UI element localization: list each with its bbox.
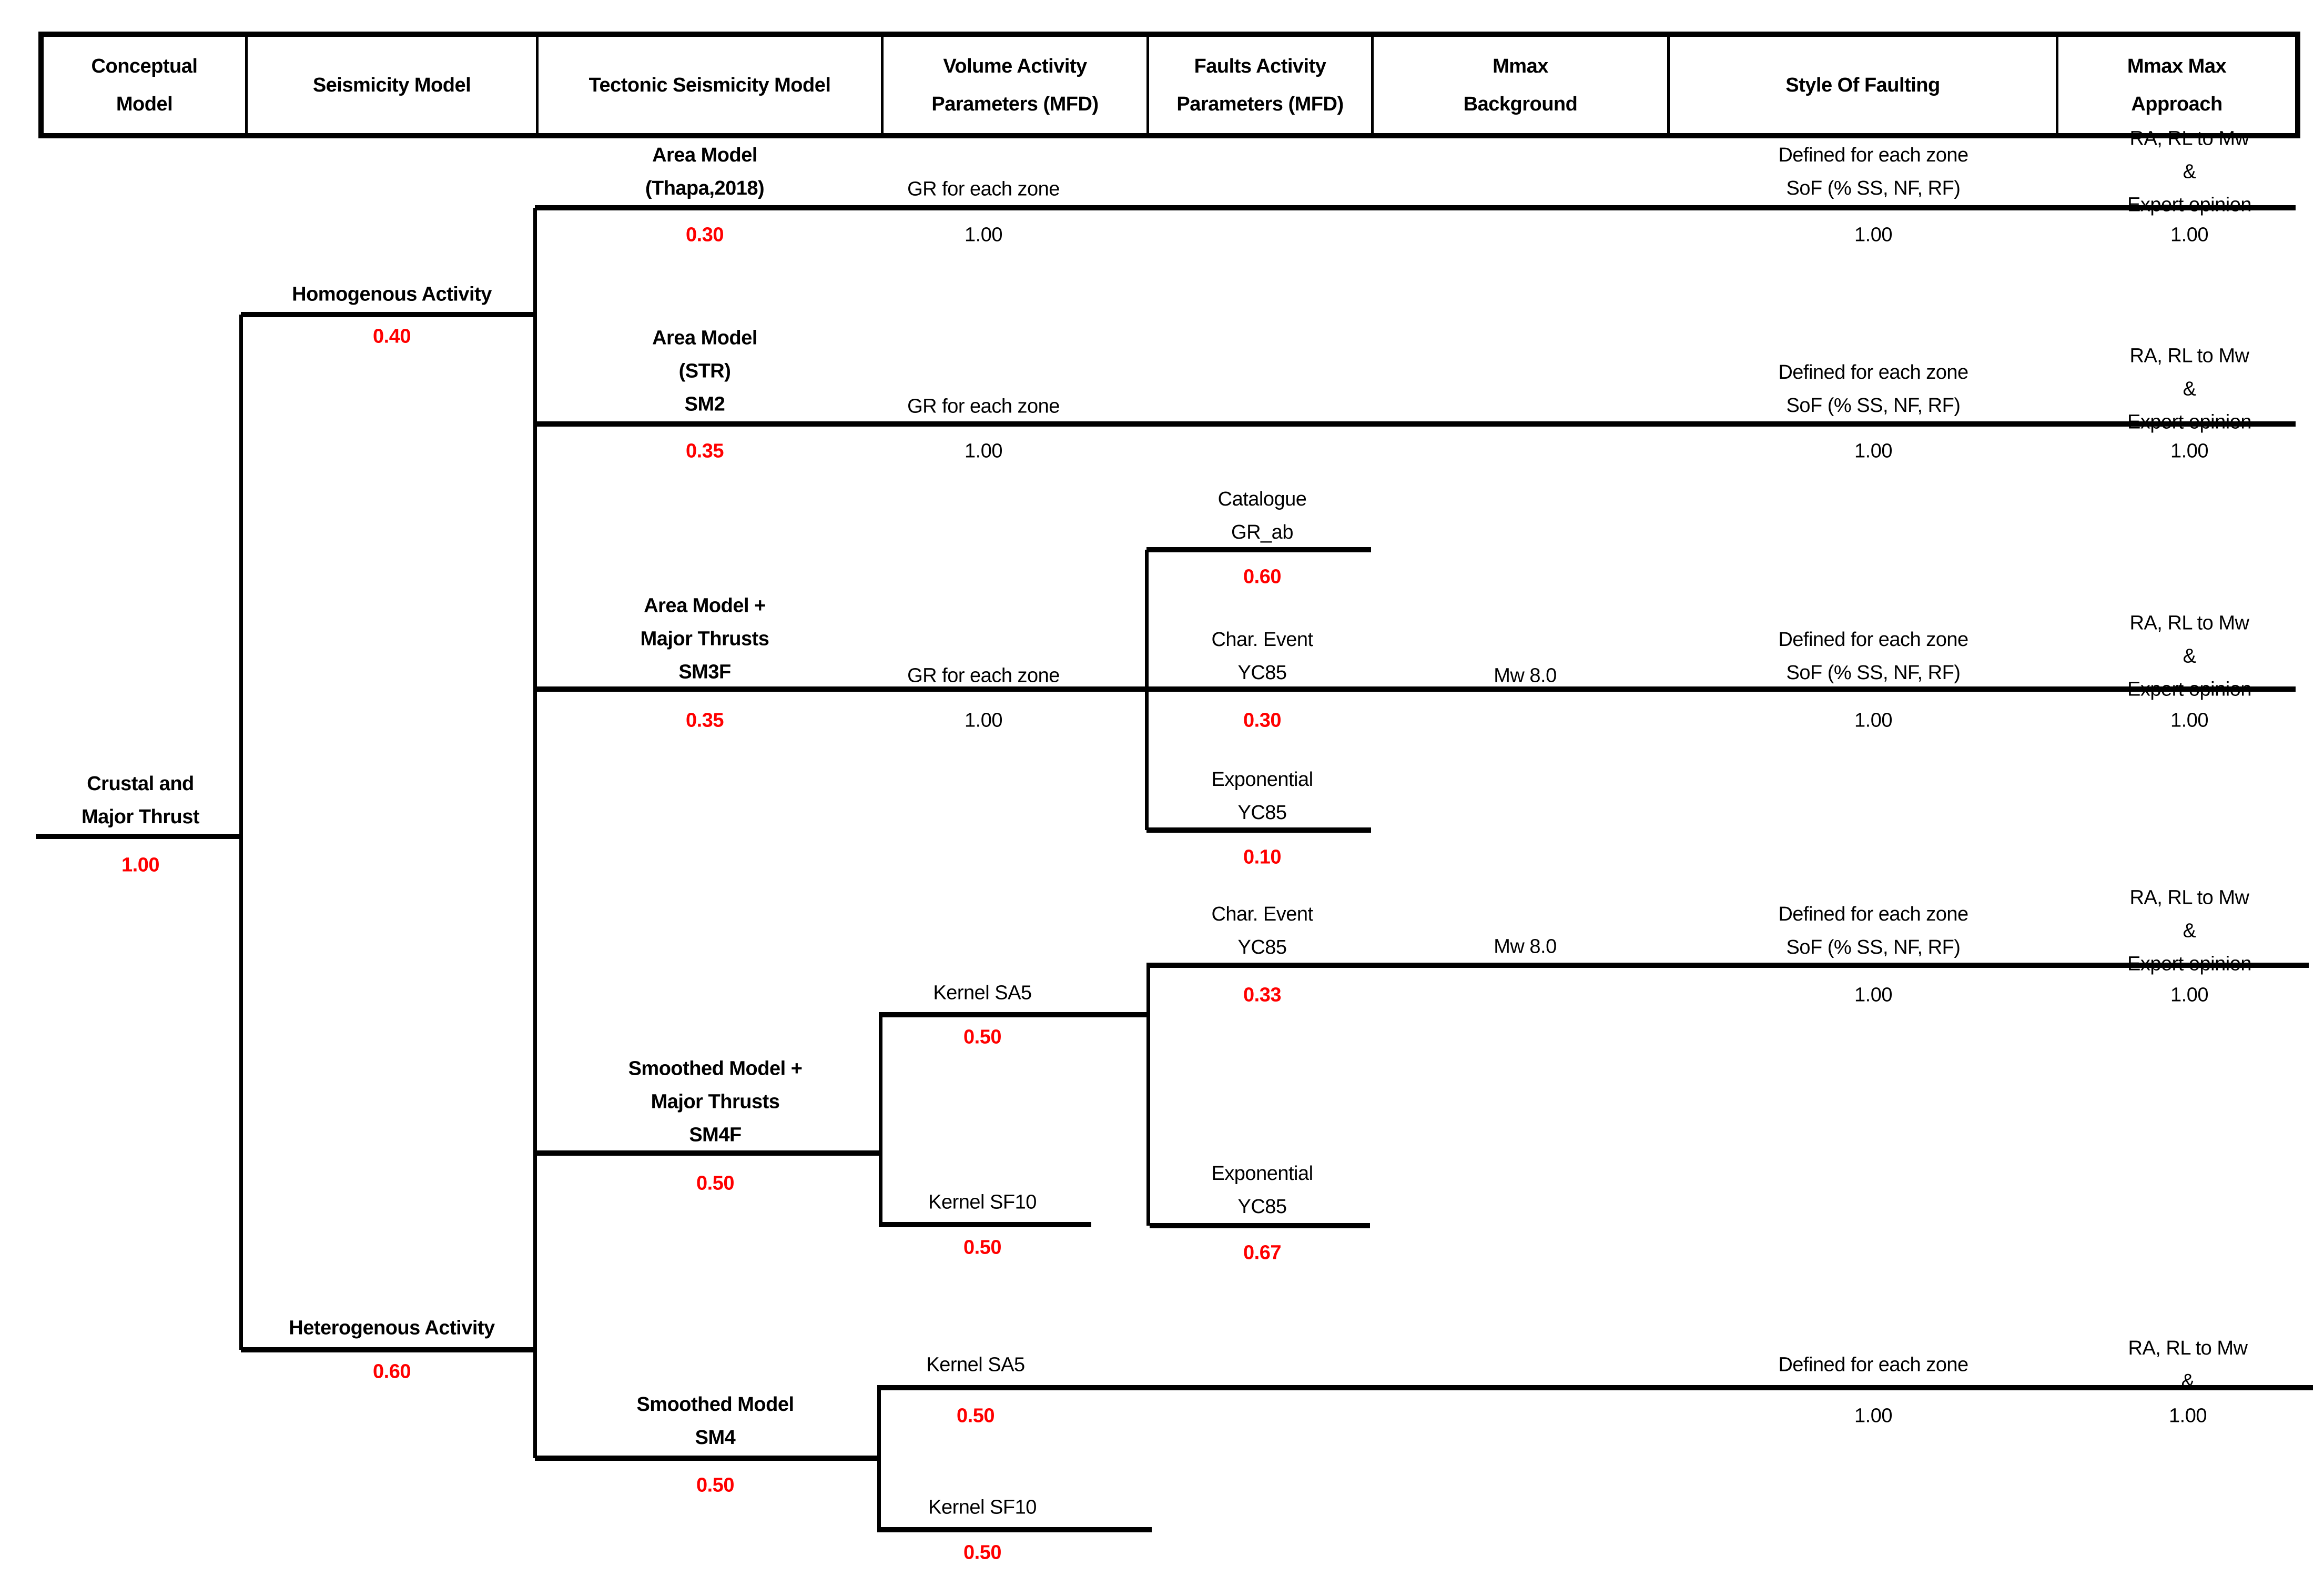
node-weight-homogenous: 0.40	[373, 325, 411, 348]
node-weight-sof-5: 1.00	[1854, 1405, 1892, 1427]
header-cell-seismicity-model: Seismicity Model	[245, 37, 536, 133]
node-label-kernel-sa5-1: Kernel SA5	[933, 982, 1032, 1004]
branch-line-crustal	[36, 834, 243, 839]
node-label-kernel-sa5-2: Kernel SA5	[926, 1353, 1025, 1376]
node-weight-sof-4: 1.00	[1854, 984, 1892, 1006]
node-label-heterogenous: Heterogenous Activity	[289, 1317, 495, 1339]
node-weight-exponential-2: 0.67	[1243, 1241, 1281, 1264]
node-label-approach-1: RA, RL to Mw & Expert opinion	[2127, 127, 2251, 216]
node-label-gr-3: GR for each zone	[907, 664, 1060, 687]
node-weight-sm4f: 0.50	[696, 1172, 734, 1195]
node-label-approach-2: RA, RL to Mw & Expert opinion	[2127, 345, 2251, 433]
branch-line-sm3f-row	[535, 686, 2296, 692]
branch-vline-kernels-sm4f	[879, 1015, 882, 1226]
node-weight-approach-1: 1.00	[2170, 224, 2208, 246]
node-weight-gr-1: 1.00	[965, 224, 1002, 246]
header-cell-mmax-max-approach: Mmax Max Approach	[2056, 37, 2295, 133]
node-label-approach-3: RA, RL to Mw & Expert opinion	[2127, 612, 2251, 701]
branch-vline-tectonic	[533, 208, 537, 1458]
branch-line-sm2-row	[535, 421, 2296, 427]
node-label-catalogue: Catalogue GR_ab	[1217, 488, 1307, 543]
branch-line-kernel-sa5-1	[879, 1012, 1150, 1017]
node-label-crustal: Crustal and Major Thrust	[81, 773, 200, 828]
header-cell-faults-activity: Faults Activity Parameters (MFD)	[1146, 37, 1371, 133]
node-weight-char-event-2: 0.33	[1243, 984, 1281, 1006]
header-cell-volume-activity: Volume Activity Parameters (MFD)	[881, 37, 1146, 133]
node-weight-kernel-sa5-2: 0.50	[957, 1405, 994, 1427]
node-label-char-event-1: Char. Event YC85	[1211, 629, 1313, 684]
branch-line-heterogenous	[241, 1347, 535, 1352]
branch-vline-seismicity	[239, 315, 243, 1350]
node-weight-gr-3: 1.00	[965, 709, 1002, 732]
header-row: Conceptual Model Seismicity Model Tecton…	[38, 32, 2300, 138]
branch-line-sm4	[535, 1456, 880, 1461]
branch-line-kernel-sa5-2-row	[877, 1385, 2313, 1390]
node-label-char-event-2: Char. Event YC85	[1211, 903, 1313, 958]
node-label-sof-5: Defined for each zone	[1778, 1353, 1968, 1376]
branch-line-char-event-2-row	[1146, 963, 2309, 968]
node-weight-catalogue: 0.60	[1243, 565, 1281, 588]
node-weight-approach-5: 1.00	[2169, 1405, 2207, 1427]
node-weight-crustal: 1.00	[121, 854, 159, 876]
node-weight-approach-3: 1.00	[2170, 709, 2208, 732]
branch-vline-kernels-sm4	[877, 1388, 881, 1530]
node-weight-exponential-1: 0.10	[1243, 846, 1281, 868]
branch-line-kernel-sf10-1	[879, 1222, 1091, 1227]
node-label-approach-4: RA, RL to Mw & Expert opinion	[2127, 886, 2251, 975]
node-label-homogenous: Homogenous Activity	[292, 283, 492, 306]
node-label-sm3f: Area Model + Major Thrusts SM3F	[640, 594, 769, 683]
node-label-sm4f: Smoothed Model + Major Thrusts SM4F	[628, 1057, 803, 1146]
node-weight-approach-4: 1.00	[2170, 984, 2208, 1006]
header-cell-conceptual-model: Conceptual Model	[91, 55, 198, 115]
node-label-gr-2: GR for each zone	[907, 395, 1060, 418]
node-weight-thapa: 0.30	[686, 224, 724, 246]
node-label-thapa: Area Model (Thapa,2018)	[645, 144, 765, 199]
branch-line-catalogue	[1146, 547, 1371, 552]
node-weight-kernel-sa5-1: 0.50	[963, 1026, 1001, 1048]
node-label-mmax-2: Mw 8.0	[1494, 935, 1557, 958]
node-label-approach-5: RA, RL to Mw &	[2128, 1337, 2248, 1392]
node-label-sm4: Smoothed Model SM4	[636, 1393, 794, 1449]
node-label-sof-1: Defined for each zone SoF (% SS, NF, RF)	[1778, 144, 1968, 199]
node-weight-kernel-sf10-1: 0.50	[963, 1236, 1001, 1259]
node-label-exponential-1: Exponential YC85	[1211, 769, 1313, 824]
node-label-exponential-2: Exponential YC85	[1211, 1163, 1313, 1218]
node-weight-sm4: 0.50	[696, 1474, 734, 1497]
branch-vline-faults-sm4f	[1146, 965, 1150, 1226]
node-label-mmax-1: Mw 8.0	[1494, 664, 1557, 687]
branch-line-sm4f	[535, 1150, 882, 1156]
branch-line-exponential-2	[1150, 1223, 1370, 1228]
node-label-sm2: Area Model (STR) SM2	[652, 327, 757, 416]
node-weight-sof-2: 1.00	[1854, 440, 1892, 462]
branch-line-homogenous	[241, 312, 535, 317]
branch-vline-faults-sm3f	[1145, 550, 1149, 830]
node-weight-sof-3: 1.00	[1854, 709, 1892, 732]
branch-line-exponential-1	[1146, 827, 1371, 833]
node-weight-char-event-1: 0.30	[1243, 709, 1281, 732]
node-weight-heterogenous: 0.60	[373, 1360, 411, 1383]
node-weight-sm2: 0.35	[686, 440, 724, 462]
node-weight-kernel-sf10-2: 0.50	[963, 1541, 1001, 1564]
node-weight-approach-2: 1.00	[2170, 440, 2208, 462]
node-weight-gr-2: 1.00	[965, 440, 1002, 462]
node-label-gr-1: GR for each zone	[907, 178, 1060, 200]
node-label-kernel-sf10-2: Kernel SF10	[928, 1496, 1037, 1519]
branch-line-kernel-sf10-2	[877, 1527, 1152, 1532]
node-weight-sm3f: 0.35	[686, 709, 724, 732]
node-label-sof-2: Defined for each zone SoF (% SS, NF, RF)	[1778, 361, 1968, 417]
node-label-sof-4: Defined for each zone SoF (% SS, NF, RF)	[1778, 903, 1968, 958]
node-label-sof-3: Defined for each zone SoF (% SS, NF, RF)	[1778, 629, 1968, 684]
header-cell-mmax-background: Mmax Background	[1371, 37, 1667, 133]
node-weight-sof-1: 1.00	[1854, 224, 1892, 246]
node-label-kernel-sf10-1: Kernel SF10	[928, 1191, 1037, 1214]
header-cell-style-of-faulting: Style Of Faulting	[1667, 37, 2056, 133]
branch-line-thapa-row	[535, 205, 2296, 210]
header-cell-tectonic-seismicity-model: Tectonic Seismicity Model	[536, 37, 881, 133]
